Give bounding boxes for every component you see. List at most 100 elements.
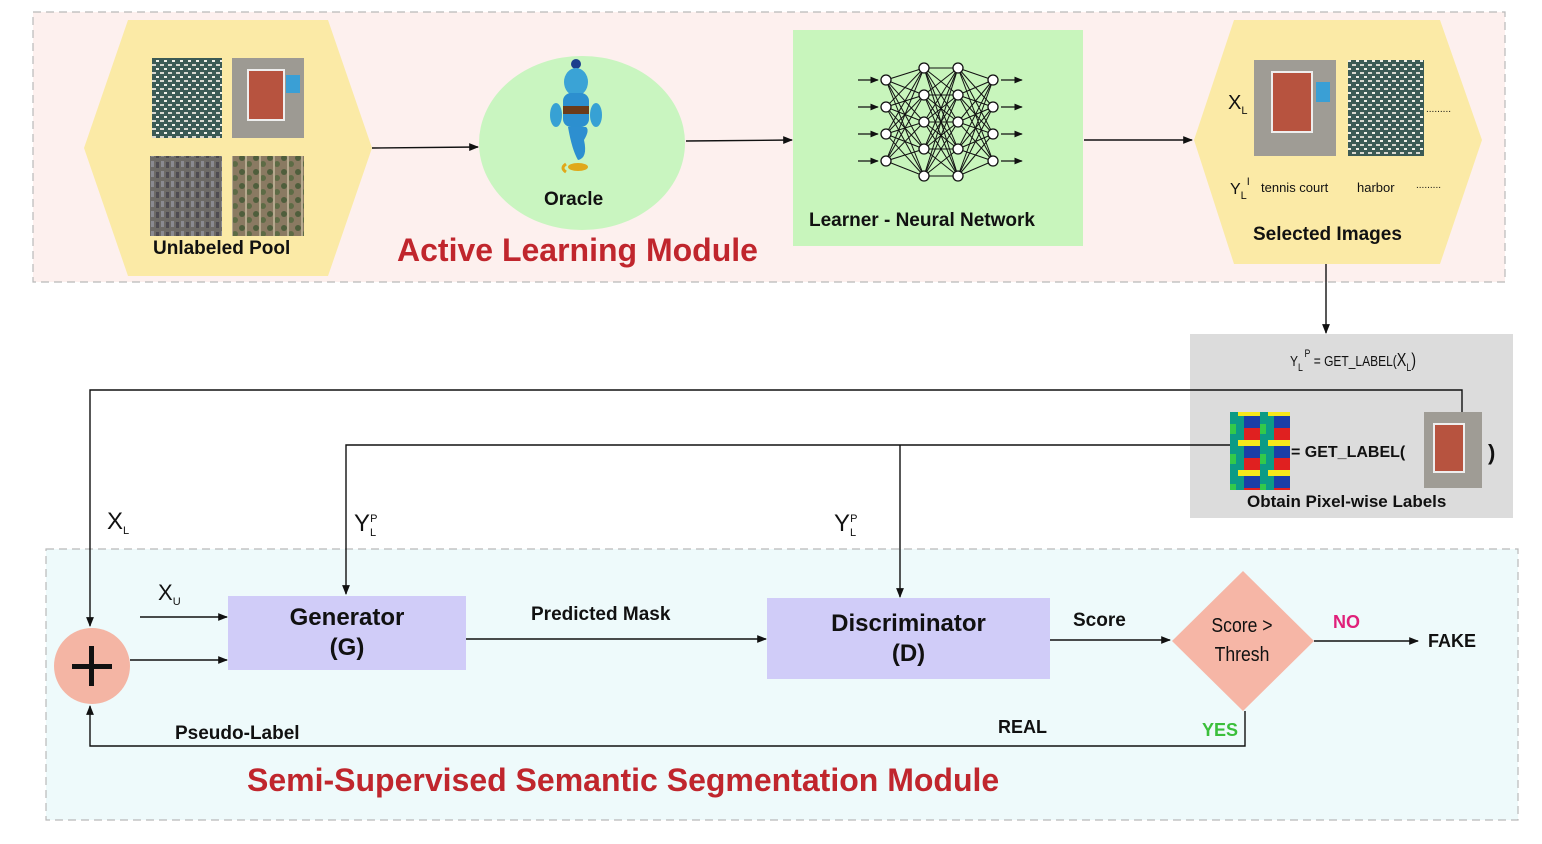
nn-connection [923, 121, 959, 177]
nn-node [987, 128, 999, 140]
nn-node [987, 155, 999, 167]
nn-connection [885, 121, 925, 162]
nn-connection [957, 160, 994, 177]
pool-image-harbor [152, 58, 222, 138]
nn-connection [885, 94, 925, 162]
line-xl-to-plus [86, 389, 1463, 627]
get-label-formula: YLP = GET_LABEL(XL) [1290, 348, 1416, 374]
x-symbol: X [1228, 92, 1242, 114]
nn-connection [957, 133, 994, 177]
line-label-to-generator [342, 444, 1230, 595]
genie-icon [550, 59, 602, 174]
arrow-pool-to-oracle [371, 143, 479, 152]
real-label: REAL [998, 717, 1047, 737]
learner-label: Learner - Neural Network [809, 210, 1035, 231]
generator-symbol: (G) [329, 634, 365, 661]
y-symbol: Y [1230, 181, 1241, 198]
class-tennis-court: tennis court [1261, 180, 1329, 195]
nn-node [918, 62, 930, 74]
nn-connection [957, 79, 994, 150]
ylp-generator-label: YLP [354, 510, 377, 539]
nn-node [952, 89, 964, 101]
formula-get-label: = GET_LABEL( [1310, 353, 1397, 370]
ylp-1-symbol: Y [354, 510, 371, 537]
decision-line-1: Score > [1211, 615, 1273, 637]
predicted-mask-label: Predicted Mask [531, 604, 671, 625]
nn-connection [885, 67, 925, 162]
nn-node [880, 128, 892, 140]
nn-node [987, 74, 999, 86]
decision-text: Score > Thresh [1198, 612, 1286, 670]
unlabeled-pool-label: Unlabeled Pool [153, 238, 291, 259]
nn-node [918, 116, 930, 128]
nn-node [918, 170, 930, 182]
ylp-1-superscript: P [370, 513, 378, 525]
pseudo-label-text: Pseudo-Label [175, 723, 300, 744]
nn-connection [923, 67, 959, 150]
ylp-2-superscript: P [850, 513, 858, 525]
ellipsis-classes: ......... [1416, 180, 1442, 191]
decision-line-2: Thresh [1214, 644, 1270, 666]
ylp-2-subscript: L [850, 527, 857, 539]
oracle-label: Oracle [544, 189, 604, 210]
generator-box [228, 596, 466, 670]
formula-y: Y [1290, 353, 1299, 370]
discriminator-text: Discriminator (D) [767, 609, 1050, 669]
ssl-module-region [45, 548, 1519, 821]
nn-connection [957, 79, 994, 96]
nn-connection [885, 148, 925, 162]
fake-label: FAKE [1428, 631, 1477, 651]
get-label-close-paren: ) [1488, 440, 1496, 465]
nn-node [880, 74, 892, 86]
y-superscript: I [1246, 176, 1250, 188]
xl-subscript: L [123, 525, 130, 537]
formula-y-subscript: L [1298, 362, 1303, 374]
generator-text: Generator (G) [228, 603, 466, 663]
nn-connection [885, 67, 925, 81]
active-module-title: Active Learning Module [397, 232, 758, 268]
arrow-oracle-to-learner [685, 136, 793, 145]
decision-diamond [1172, 571, 1314, 711]
selected-image-court [1254, 60, 1336, 156]
nn-connection [957, 106, 994, 177]
discriminator-title: Discriminator [831, 610, 986, 637]
nn-connection [923, 94, 959, 177]
nn-node [880, 155, 892, 167]
nn-node [952, 62, 964, 74]
nn-node [918, 143, 930, 155]
xu-subscript: U [172, 596, 181, 608]
nn-connection [957, 79, 994, 177]
nn-connection [885, 160, 925, 177]
pool-image-parking [150, 156, 222, 236]
selected-images-label: Selected Images [1253, 224, 1402, 245]
formula-x: X [1396, 350, 1407, 370]
formula-close-paren: ) [1411, 350, 1417, 370]
ylp-1-subscript: L [370, 527, 377, 539]
nn-node [952, 143, 964, 155]
nn-node [987, 101, 999, 113]
label-source-image [1424, 412, 1482, 488]
selected-image-harbor [1348, 60, 1424, 156]
nn-node [952, 116, 964, 128]
x-subscript: L [1241, 105, 1248, 117]
class-harbor: harbor [1357, 180, 1395, 195]
xu-symbol: X [158, 580, 173, 605]
generator-title: Generator [289, 604, 405, 631]
pool-image-court [232, 58, 304, 138]
nn-connection [885, 67, 925, 108]
pool-image-park [232, 156, 304, 236]
nn-connection [957, 79, 994, 123]
nn-node [918, 89, 930, 101]
xl-label: XL [107, 508, 129, 537]
nn-connection [923, 148, 959, 177]
nn-node [880, 101, 892, 113]
nn-connection [923, 67, 959, 123]
xu-label: XU [158, 580, 181, 608]
segmentation-mask-image [1230, 412, 1290, 490]
ylp-2-symbol: Y [834, 510, 851, 537]
formula-y-superscript: P [1304, 348, 1311, 360]
ylp-discriminator-label: YLP [834, 510, 857, 539]
no-label: NO [1333, 612, 1360, 632]
formula-x-subscript: L [1406, 362, 1412, 374]
